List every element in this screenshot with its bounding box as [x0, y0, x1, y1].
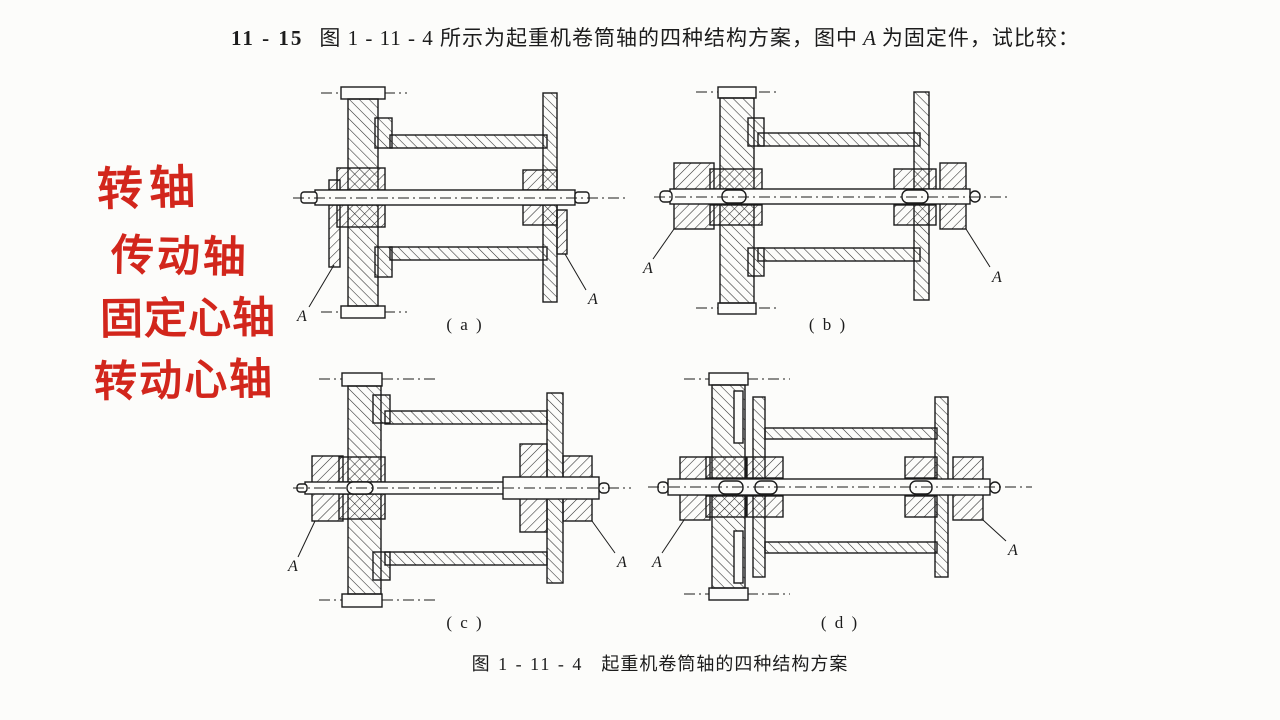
bearing-blocks-a	[328, 179, 568, 268]
figure-caption-number: 图 1 - 11 - 4	[471, 654, 584, 674]
leader-b-left: A	[642, 228, 675, 277]
part-label-c-left: A	[287, 558, 298, 575]
subfigure-caption-b: ( b )	[808, 315, 848, 334]
part-label-d-right: A	[1007, 542, 1018, 559]
statement-suffix: 为固定件，试比较：	[881, 26, 1080, 50]
handwritten-note-fixed-axle: 固定心轴	[99, 293, 277, 345]
drawing-scheme-c: A A	[287, 372, 631, 608]
drawing-scheme-d: A A	[648, 372, 1032, 601]
figure-caption: 图 1 - 11 - 4 起重机卷筒轴的四种结构方案	[380, 650, 940, 676]
subfigure-caption-d: ( d )	[820, 613, 860, 632]
drum-shell-c	[372, 392, 564, 584]
part-label-b-left: A	[642, 260, 653, 277]
leader-d-right: A	[982, 519, 1018, 559]
bearing-slot-d-gear	[718, 480, 744, 495]
hubs-b	[709, 168, 937, 226]
drum-shell-a	[374, 92, 558, 303]
problem-number: 11 - 15	[231, 26, 304, 50]
part-label-c-right: A	[616, 554, 627, 571]
subfigure-caption-a: ( a )	[446, 315, 484, 334]
bearing-slot-b-right	[901, 189, 929, 204]
figure-caption-title: 起重机卷筒轴的四种结构方案	[601, 654, 849, 674]
bearing-slot-b-left	[721, 189, 747, 204]
shaft-a	[300, 189, 590, 206]
leader-a-left: A	[296, 264, 335, 325]
handwritten-note-rotating-axle: 转动心轴	[93, 354, 275, 408]
leader-c-right: A	[591, 520, 627, 571]
part-label-a-left: A	[296, 308, 307, 325]
hubs-d	[705, 456, 938, 518]
leader-c-left: A	[287, 520, 316, 575]
shaft-b	[659, 188, 981, 205]
handwritten-note-transmission-shaft: 传动轴	[110, 230, 250, 284]
statement-prefix: 图 1 - 11 - 4 所示为起重机卷筒轴的四种结构方案，图中	[319, 26, 859, 50]
bearing-slot-d-right	[909, 480, 933, 495]
drawing-scheme-a: A A	[293, 86, 629, 325]
part-label-b-right: A	[991, 269, 1002, 286]
leader-b-right: A	[965, 228, 1002, 286]
bearing-slot-d-flange	[754, 480, 778, 495]
shaft-d	[657, 478, 1001, 496]
leader-d-left: A	[651, 519, 685, 571]
part-label-d-left: A	[651, 554, 662, 571]
fixed-part-symbol: A	[863, 26, 877, 50]
handwritten-note-rotating-shaft: 转轴	[96, 159, 202, 217]
part-label-a-right: A	[587, 291, 598, 308]
drawing-scheme-b: A A	[642, 86, 1008, 315]
leader-a-right: A	[564, 253, 598, 308]
subfigure-caption-c: ( c )	[446, 613, 484, 632]
